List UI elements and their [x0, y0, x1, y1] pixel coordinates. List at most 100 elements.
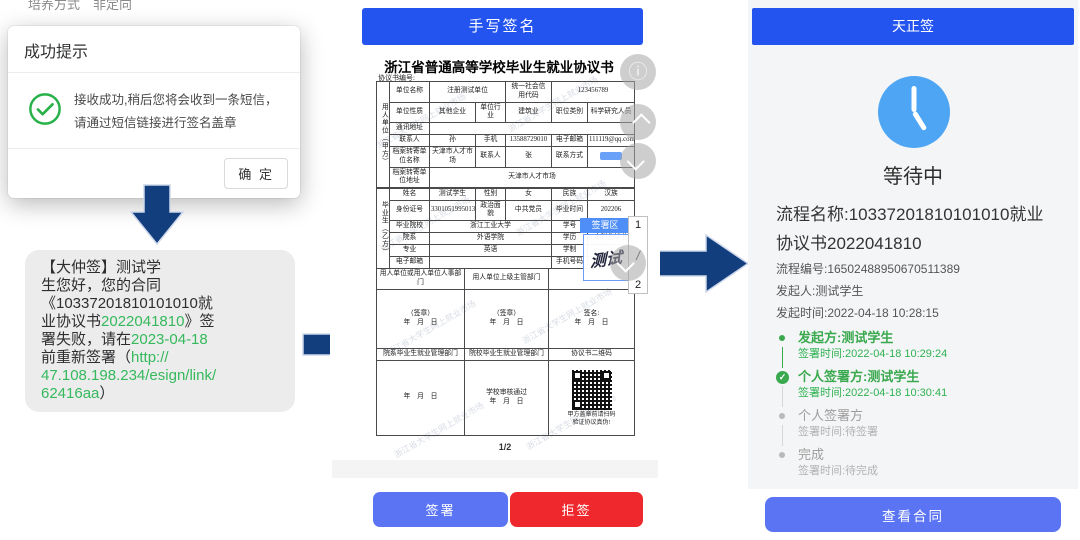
timeline-dot-icon [779, 452, 785, 458]
dialog-body: 接收成功,稍后您将会收到一条短信， 请通过短信链接进行签名盖章 [8, 73, 300, 148]
doc-table-cell: 天津市人才市场 [429, 145, 476, 168]
doc-table-cell: （签章）年 月 日 [376, 288, 465, 349]
sms-bubble: 【大仲签】测试学生您好，您的合同《10337201810101010就业协议书2… [25, 250, 295, 412]
doc-table-cell: 330105199501303121 [429, 199, 476, 222]
doc-table-cell: 建筑业 [505, 101, 552, 124]
status-text: 等待中 [883, 166, 943, 188]
timeline-item: 完成签署时间:待完成 [776, 447, 1066, 486]
party-side-label: 用人单位（甲方） [376, 80, 390, 189]
doc-table-cell: 测试学生 [429, 187, 476, 201]
doc-table-cell: 甲方盖章前请扫码验证协议真伪! [548, 359, 635, 436]
doc-table-cell: 13588729010 [505, 134, 552, 147]
scroll-up-button[interactable] [620, 104, 656, 140]
doc-table-cell: 联系方式 [551, 145, 588, 168]
dialog-footer: 确 定 [8, 148, 300, 198]
flow-number: 流程编号:16502488950670511389 [776, 262, 960, 276]
signing-screen: 手写签名 浙江省大学生网上就业市场浙江省大学生网上就业市场浙江省大学生网上就业市… [330, 0, 660, 540]
doc-table-cell: 院系毕业生就业管理部门 [376, 347, 465, 361]
dialog-message-line2: 请通过短信链接进行签名盖章 [74, 115, 237, 130]
sms-link[interactable]: 2023-04-18 [131, 331, 208, 348]
qr-code [571, 369, 612, 410]
divider-band [332, 460, 658, 478]
doc-table-cell: 毕业院校 [389, 220, 430, 234]
flow-start-time: 发起时间:2022-04-18 10:28:15 [776, 306, 939, 320]
success-check-icon [29, 93, 61, 125]
chevron-down-icon [615, 253, 635, 273]
scroll-down-button-2[interactable] [610, 245, 646, 281]
timeline-check-icon: ✓ [776, 371, 789, 384]
timeline-item-time: 签署时间:待完成 [798, 465, 879, 477]
sms-text: 【大仲签】测试学生您好，您的合同《10337201810101010就业协议书2… [41, 259, 217, 402]
doc-table-cell: 孙 [429, 134, 476, 147]
status-screen-title-bar: 天正签 [752, 8, 1074, 45]
chevron-up-icon [631, 112, 651, 132]
document-title: 浙江省普通高等学校毕业生就业协议书 [384, 60, 614, 75]
doc-table-cell: 电子邮箱 [551, 134, 588, 147]
doc-table-cell: 用人单位上级主管部门 [464, 268, 549, 290]
info-button[interactable]: ⓘ [620, 54, 656, 90]
timeline-item-title: 个人签署方:测试学生 [798, 369, 920, 384]
doc-table-cell: 电子邮箱 [389, 255, 430, 269]
sign-button[interactable]: 签署 [373, 492, 508, 527]
qr-caption: 甲方盖章前请扫码验证协议真伪! [567, 411, 616, 426]
doc-table-cell: 单位性质 [389, 101, 430, 124]
page-indicator: 1/2 [498, 442, 512, 452]
doc-table-cell: 女 [505, 187, 552, 201]
doc-table-cell: 身份证号 [389, 199, 430, 222]
doc-table-cell: 协议书二维码 [548, 347, 635, 361]
doc-table-cell [429, 122, 635, 136]
flow-name-line1: 流程名称:10337201810101010就业 [776, 205, 1044, 224]
timeline-connector [781, 347, 783, 368]
doc-table-cell: 性别 [475, 187, 506, 201]
sms-link[interactable]: 47.108.198.234/esign/link/ [41, 367, 217, 384]
timeline-item-time: 签署时间:2022-04-18 10:29:24 [798, 348, 948, 360]
reject-button[interactable]: 拒签 [510, 492, 643, 527]
sms-link[interactable]: 2022041810 [101, 313, 185, 330]
timeline-item-title: 发起方:测试学生 [798, 330, 894, 345]
doc-table-cell: 职位类别 [551, 101, 588, 124]
doc-table-cell: 政治面貌 [475, 199, 506, 222]
timeline-item: 个人签署方签署时间:待签署 [776, 408, 1066, 447]
doc-table-cell: 注册测试单位 [429, 81, 506, 103]
timeline-connector [781, 425, 783, 446]
doc-table-cell: 专业 [389, 243, 430, 257]
doc-table-cell: 单位名称 [389, 81, 430, 103]
success-dialog: 成功提示 接收成功,稍后您将会收到一条短信， 请通过短信链接进行签名盖章 确 定 [8, 26, 300, 198]
confirm-button[interactable]: 确 定 [224, 158, 288, 189]
doc-table-cell: 姓名 [389, 187, 430, 201]
scroll-down-button[interactable] [620, 143, 656, 179]
signing-screen-title-bar: 手写签名 [362, 8, 643, 45]
doc-table-cell: 统一社会信用代码 [505, 81, 552, 103]
sms-link[interactable]: 62416aa [41, 385, 100, 402]
view-contract-button[interactable]: 查看合同 [765, 497, 1061, 532]
dialog-message-line1: 接收成功,稍后您将会收到一条短信， [74, 93, 278, 107]
doc-table-cell: 英语 [429, 243, 552, 257]
sms-link[interactable]: http:// [131, 349, 169, 366]
doc-table-cell: 联系人 [389, 134, 430, 147]
timeline-item: ✓ 个人签署方:测试学生签署时间:2022-04-18 10:30:41 [776, 369, 1066, 408]
doc-table-cell: 123456789 [551, 81, 635, 103]
status-screen: 天正签 等待中 流程名称:10337201810101010就业 协议书2022… [748, 0, 1078, 540]
doc-table-cell: 202206 [587, 199, 635, 222]
signing-timeline: 发起方:测试学生签署时间:2022-04-18 10:29:24 ✓ 个人签署方:测… [776, 330, 1066, 486]
party-side-label: 毕业生（乙方） [376, 187, 390, 269]
flow-initiator: 发起人:测试学生 [776, 284, 864, 298]
doc-table-cell: 外语学院 [429, 232, 552, 245]
doc-table-cell: 年 月 日 [376, 359, 465, 436]
clock-icon [878, 76, 950, 148]
background-text: 培养方式 非定向 [28, 0, 133, 12]
doc-table-cell: 联系人 [475, 145, 506, 168]
timeline-item-title: 完成 [798, 447, 825, 462]
doc-table-cell: 民族 [551, 187, 588, 201]
flow-name: 流程名称:10337201810101010就业 协议书2022041810 [776, 200, 1064, 258]
doc-table-cell: 学制 [551, 243, 588, 257]
signature-page-current: 1 [634, 219, 642, 231]
doc-table-cell: 111119@qq.com [587, 134, 635, 147]
timeline-connector [781, 386, 783, 407]
doc-table-cell: 中共党员 [505, 199, 552, 222]
timeline-item-time: 签署时间:2022-04-18 10:30:41 [798, 387, 948, 399]
signing-sections-table: 用人单位或用人单位人事部门用人单位上级主管部门（签章）年 月 日（签章）年 月 … [376, 268, 635, 436]
doc-table-cell: 手机 [475, 134, 506, 147]
arrow-right-icon-2 [650, 234, 749, 293]
